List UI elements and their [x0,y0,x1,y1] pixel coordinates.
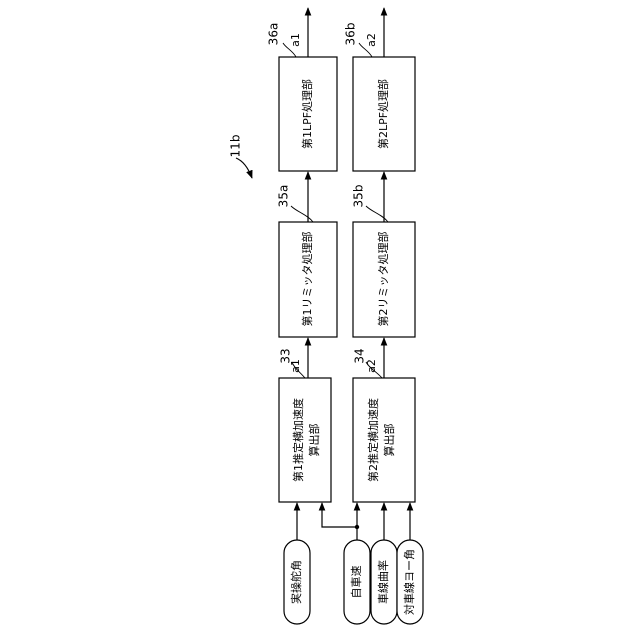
input-lane-curvature: 車線曲率 [371,540,397,624]
input-curvature-label: 車線曲率 [376,560,390,604]
signal-a1-mid: a1 [289,359,302,373]
block-est1-line1: 第1推定横加速度 [291,398,305,482]
ref-35a: 35a [277,185,291,208]
junction-dot [355,525,359,529]
input-steering-label: 実操舵角 [289,560,303,604]
block-lim2-label: 第2リミッタ処理部 [376,232,390,327]
block-lpf1-label: 第1LPF処理部 [300,79,314,149]
block-est2: 第2推定横加速度 算出部 [353,378,415,502]
block-lim1: 第1リミッタ処理部 [279,222,337,337]
input-vehicle-speed: 自車速 [344,540,370,624]
block-lpf2: 第2LPF処理部 [353,57,415,171]
block-lim2: 第2リミッタ処理部 [353,222,415,337]
signal-a2-out: a2 [365,33,378,47]
input-lane-yaw-angle: 対車線ヨー角 [397,540,423,624]
ref-leader-35b [366,206,388,222]
input-yaw-label: 対車線ヨー角 [402,549,416,615]
ref-leader-35a [291,206,313,222]
ref-36a: 36a [267,23,281,46]
block-lpf2-label: 第2LPF処理部 [376,79,390,149]
wire-speed-to-est1 [322,503,357,540]
input-speed-label: 自車速 [349,566,363,599]
figure-ref-label: 11b [229,135,243,158]
block-est2-line1: 第2推定横加速度 [366,398,380,482]
ref-36b: 36b [344,23,358,46]
ref-35b: 35b [352,185,366,208]
signal-a1-out: a1 [289,33,302,47]
block-est1: 第1推定横加速度 算出部 [279,378,331,502]
block-est1-line2: 算出部 [307,424,321,457]
input-steering-angle: 実操舵角 [284,540,310,624]
figure-ref-arrow [236,158,252,178]
block-lim1-label: 第1リミッタ処理部 [300,232,314,327]
block-lpf1: 第1LPF処理部 [279,57,337,171]
block-est2-line2: 算出部 [382,424,396,457]
signal-a2-mid: a2 [365,359,378,373]
